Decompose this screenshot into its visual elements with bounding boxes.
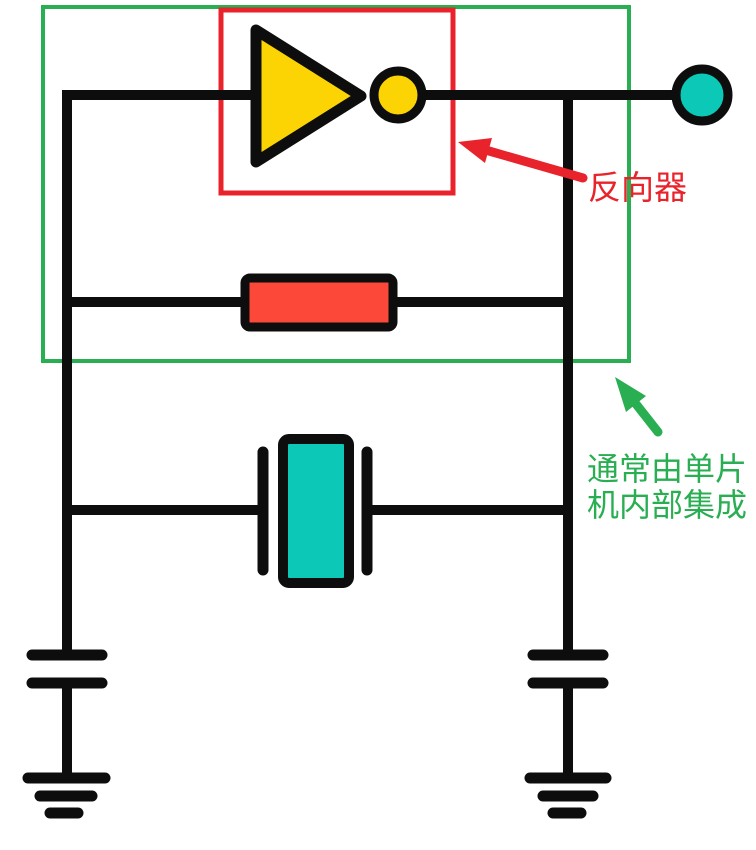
arrow-head: [458, 138, 492, 163]
ground-right-icon: [524, 772, 612, 819]
ground-left-icon: [22, 772, 111, 819]
inversion-bubble-icon: [369, 66, 427, 124]
arrow-shaft: [484, 146, 588, 183]
resistor-icon: [240, 273, 398, 332]
crystal-oscillator-icon: [257, 434, 373, 588]
capacitor-right-icon: [527, 649, 609, 689]
arrow-shaft: [631, 399, 663, 437]
capacitor-left-icon: [26, 649, 108, 689]
integrated-region-box: [41, 5, 631, 363]
integration-note-line1: 通常由单片: [587, 451, 747, 487]
inverter-highlight-box: [218, 7, 456, 196]
integration-arrow-icon: [615, 377, 663, 437]
output-terminal-icon: [671, 64, 733, 126]
inverter-gate-icon: [250, 24, 427, 168]
wire-left-rail: [62, 90, 258, 655]
inverter-arrow-icon: [458, 138, 588, 183]
wires: [62, 90, 675, 778]
inverter-triangle: [250, 24, 367, 168]
arrow-head: [615, 377, 646, 412]
inverter-label: 反向器: [588, 169, 687, 206]
crystal-body: [278, 434, 354, 588]
integration-note-line2: 机内部集成: [587, 487, 747, 523]
